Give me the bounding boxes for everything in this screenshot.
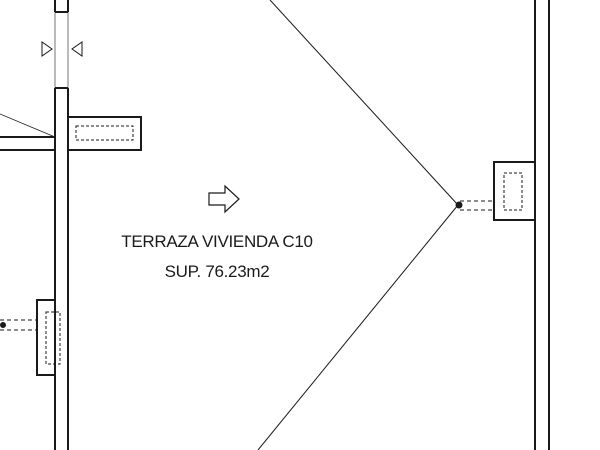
direction-arrow-icon [208,184,240,214]
door-opening [54,12,69,88]
horizontal-wall-left [0,136,55,151]
room-area: SUP. 76.23m2 [165,262,270,281]
door-swing [0,113,56,138]
slope-lines [257,0,459,450]
drain-point [455,201,463,209]
room-name: TERRAZA VIVIENDA C10 [121,232,312,251]
upper-wall-stub [54,0,69,13]
right-wall [534,0,550,450]
wall-box-left [0,299,61,376]
wall-box-right [460,161,536,221]
hinge-icon [41,41,83,57]
left-wall [54,87,69,450]
wall-box-top [67,116,142,151]
